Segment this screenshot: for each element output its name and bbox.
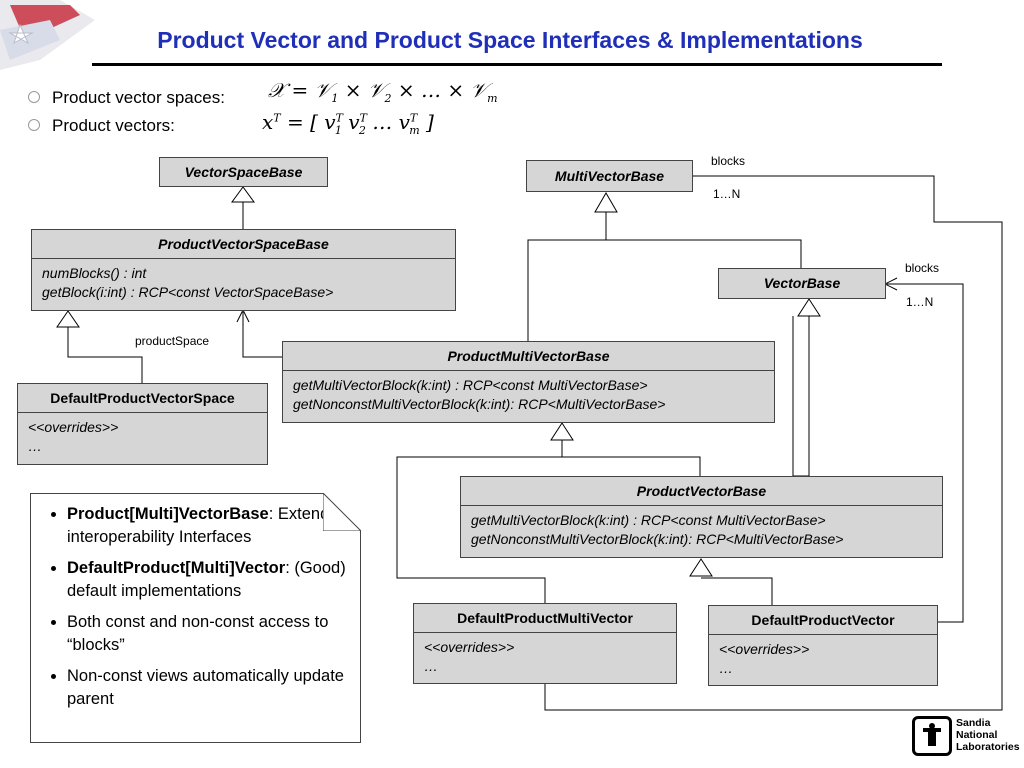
bullet-label: Product vectors:	[52, 116, 175, 135]
bullet-product-vectors: Product vectors:	[28, 116, 175, 136]
class-name: VectorSpaceBase	[184, 164, 303, 180]
inherit-line	[561, 440, 701, 476]
member: …	[28, 438, 42, 454]
member: numBlocks() : int	[42, 265, 147, 281]
label-multiplicity: 1…N	[713, 187, 741, 201]
inherit-line	[67, 327, 143, 383]
class-product-vector-space-base: ProductVectorSpaceBase numBlocks() : int…	[31, 229, 456, 311]
inherit-line	[527, 212, 607, 341]
class-product-multi-vector-base: ProductMultiVectorBase getMultiVectorBlo…	[282, 341, 775, 423]
flag-graphic	[0, 0, 95, 70]
inherit-arrow	[689, 558, 713, 577]
class-vector-space-base: VectorSpaceBase	[159, 157, 328, 187]
member: <<overrides>>	[28, 419, 119, 435]
class-default-product-vector: DefaultProductVector <<overrides>> …	[708, 605, 938, 686]
note-item: Both const and non-const access to “bloc…	[67, 611, 350, 657]
class-name: DefaultProductVectorSpace	[50, 390, 235, 406]
member: …	[719, 660, 733, 676]
note-item: Product[Multi]VectorBase: Extended inter…	[67, 503, 350, 549]
member: …	[424, 658, 438, 674]
class-name: ProductVectorSpaceBase	[158, 236, 329, 252]
note-item: Non-const views automatically update par…	[67, 665, 350, 711]
class-multi-vector-base: MultiVectorBase	[526, 160, 693, 192]
class-product-vector-base: ProductVectorBase getMultiVectorBlock(k:…	[460, 476, 943, 558]
label-blocks: blocks	[711, 154, 746, 168]
inherit-line	[396, 456, 562, 603]
member: <<overrides>>	[424, 639, 515, 655]
class-members: <<overrides>> …	[18, 412, 267, 460]
member: getMultiVectorBlock(k:int) : RCP<const M…	[471, 512, 826, 528]
member: <<overrides>>	[719, 641, 810, 657]
clock-bullet-icon	[28, 118, 40, 131]
inherit-arrow	[550, 422, 574, 441]
inherit-arrow	[594, 192, 618, 213]
class-default-product-vector-space: DefaultProductVectorSpace <<overrides>> …	[17, 383, 268, 465]
inherit-arrow	[797, 298, 821, 317]
logo-text: Sandia National Laboratories	[956, 717, 1020, 753]
member: getNonconstMultiVectorBlock(k:int): RCP<…	[293, 396, 666, 412]
title-divider	[92, 63, 942, 66]
class-members: <<overrides>> …	[414, 632, 676, 680]
note-box: Product[Multi]VectorBase: Extended inter…	[30, 493, 361, 743]
label-product-space: productSpace	[135, 334, 210, 348]
note-list: Product[Multi]VectorBase: Extended inter…	[31, 494, 360, 711]
class-vector-base: VectorBase	[718, 268, 886, 299]
inherit-line	[793, 316, 810, 477]
clock-bullet-icon	[28, 90, 40, 103]
member: getBlock(i:int) : RCP<const VectorSpaceB…	[42, 284, 334, 300]
class-members: <<overrides>> …	[709, 634, 937, 682]
blocks-association-line	[544, 175, 1003, 711]
label-blocks: blocks	[905, 261, 940, 275]
formula-product-space: 𝒳 = 𝒱1 × 𝒱2 × … × 𝒱m	[268, 78, 498, 105]
class-name: MultiVectorBase	[554, 168, 665, 184]
sandia-logo: Sandia National Laboratories	[912, 716, 1020, 760]
class-name: ProductMultiVectorBase	[447, 348, 610, 364]
member: getMultiVectorBlock(k:int) : RCP<const M…	[293, 377, 648, 393]
association-line	[242, 312, 282, 358]
page-title: Product Vector and Product Space Interfa…	[157, 27, 863, 53]
note-fold-corner	[323, 493, 361, 531]
class-members: numBlocks() : int getBlock(i:int) : RCP<…	[32, 258, 455, 306]
class-name: DefaultProductVector	[751, 612, 895, 628]
inherit-line	[701, 577, 773, 605]
bullet-product-vector-spaces: Product vector spaces:	[28, 88, 225, 108]
class-members: getMultiVectorBlock(k:int) : RCP<const M…	[283, 370, 774, 418]
formula-product-vector: xT = [ vT1 vT2 … vTm ]	[262, 110, 434, 137]
class-name: VectorBase	[763, 275, 841, 291]
member: getNonconstMultiVectorBlock(k:int): RCP<…	[471, 531, 844, 547]
class-default-product-multi-vector: DefaultProductMultiVector <<overrides>> …	[413, 603, 677, 684]
class-members: getMultiVectorBlock(k:int) : RCP<const M…	[461, 505, 942, 553]
label-multiplicity: 1…N	[906, 295, 934, 309]
thunderbird-logo-icon	[912, 716, 952, 756]
inherit-line	[606, 239, 802, 268]
note-item: DefaultProduct[Multi]Vector: (Good) defa…	[67, 557, 350, 603]
inherit-arrow	[56, 310, 80, 328]
inherit-arrow	[231, 186, 255, 203]
class-name: DefaultProductMultiVector	[457, 610, 633, 626]
bullet-label: Product vector spaces:	[52, 88, 225, 107]
class-name: ProductVectorBase	[636, 483, 767, 499]
blocks-association-line	[887, 283, 964, 623]
